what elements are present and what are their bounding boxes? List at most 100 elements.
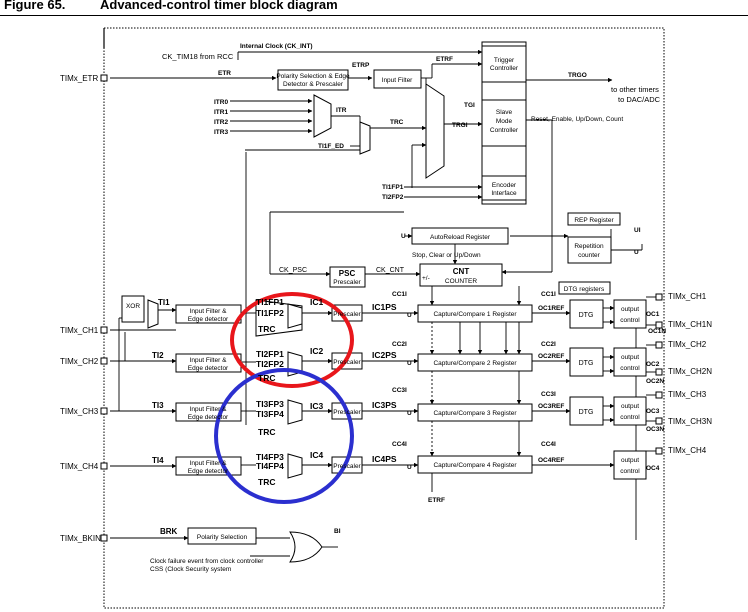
main-frame — [103, 27, 665, 609]
pins — [100, 74, 663, 542]
label-ti3fp4: TI3FP4 — [256, 409, 284, 419]
text-cc2-reg: Capture/Compare 2 Register — [433, 360, 517, 367]
label-itr: ITR — [336, 107, 347, 114]
autoreload-block — [411, 227, 509, 245]
text-rep-register: REP Register — [574, 217, 614, 224]
text-polarity-edge-2: Detector & Prescaler — [283, 81, 344, 88]
pin-ch1n-out — [655, 321, 663, 329]
label-etr: ETR — [218, 70, 231, 77]
label-timx-bkin: TIMx_BKIN — [60, 534, 101, 543]
label-ic2: IC2 — [310, 346, 324, 356]
label-cc2i-in: CC2I — [392, 341, 407, 348]
output-control-1-block — [613, 299, 647, 329]
label-timx-ch1: TIMx_CH1 — [60, 326, 99, 335]
blue-highlight-circle — [214, 368, 354, 504]
label-out-ch3: TIMx_CH3 — [668, 390, 707, 399]
label-oc2ref: OC2REF — [538, 353, 564, 360]
label-ti4: TI4 — [152, 456, 164, 465]
ch3-mux — [287, 399, 303, 425]
label-ti3fp3: TI3FP3 — [256, 399, 284, 409]
xor-input-mux — [147, 299, 159, 329]
text-oc3-control: control — [620, 414, 640, 421]
ch1-mux — [287, 303, 303, 329]
label-cc3i-in: CC3I — [392, 387, 407, 394]
text-dtg-1: DTG — [579, 312, 594, 319]
label-trc-3: TRC — [258, 427, 275, 437]
dtg-2-block — [569, 347, 604, 377]
pin-ch3-out — [655, 391, 663, 399]
label-u-2: U — [407, 360, 412, 367]
label-reset-etc: Reset, Enable, Up/Down, Count — [531, 116, 623, 123]
input-filter-block — [373, 69, 422, 89]
muxes — [121, 83, 445, 563]
label-clock-failure-1: Clock failure event from clock controlle… — [150, 558, 264, 565]
pin-ch1-in — [100, 326, 108, 334]
text-repetition-1: Repetition — [574, 243, 604, 250]
label-ti4fp3: TI4FP3 — [256, 452, 284, 462]
figure-title: Advanced-control timer block diagram — [100, 0, 338, 12]
label-ti2: TI2 — [152, 351, 164, 360]
label-trc-top: TRC — [390, 119, 404, 126]
polarity-selection-block — [187, 527, 257, 545]
label-timx-ch3: TIMx_CH3 — [60, 407, 99, 416]
label-itr3: ITR3 — [214, 129, 228, 136]
pin-ch4-out — [655, 447, 663, 455]
label-out-ch2n: TIMx_CH2N — [668, 367, 712, 376]
rep-register-block — [567, 212, 621, 226]
label-ti2fp2: TI2FP2 — [256, 359, 284, 369]
or-gate — [289, 531, 323, 563]
text-cnt: CNT — [453, 267, 470, 276]
text-if1-2: Edge detector — [188, 316, 229, 323]
dtg-3-block — [569, 396, 604, 426]
label-trc-2: TRC — [258, 373, 275, 383]
text-slave-3: Controller — [490, 127, 519, 134]
text-repetition-2: counter — [578, 252, 601, 259]
text-if2-2: Edge detector — [188, 365, 229, 372]
text-dtg-3: DTG — [579, 409, 594, 416]
pin-bkin — [100, 534, 108, 542]
label-oc2: OC2 — [646, 361, 660, 368]
ch4-mux — [287, 453, 303, 479]
label-bi: BI — [334, 528, 341, 535]
text-slave-2: Mode — [496, 118, 513, 125]
label-trgo: TRGO — [568, 72, 587, 79]
label-ic4ps: IC4PS — [372, 454, 397, 464]
text-oc1-output: output — [621, 306, 639, 313]
text-dtg-registers: DTG registers — [564, 286, 605, 293]
label-cc1i-in: CC1I — [392, 291, 407, 298]
label-cc3i-out: CC3I — [541, 391, 556, 398]
text-if3-1: Input Filter & — [190, 406, 228, 413]
output-control-2-block — [613, 347, 647, 377]
figure-title-bar: Figure 65. Advanced-control timer block … — [0, 0, 748, 16]
repetition-counter-block — [567, 236, 612, 264]
pin-ch2n-out — [655, 368, 663, 376]
text-cnt-sub: COUNTER — [445, 278, 477, 285]
psc-block — [329, 266, 366, 288]
text-if2-1: Input Filter & — [190, 357, 228, 364]
label-ck-psc: CK_PSC — [279, 267, 307, 274]
figure-number: Figure 65. — [4, 0, 66, 12]
label-ui: UI — [634, 227, 641, 234]
label-ti1: TI1 — [158, 298, 170, 307]
label-oc1n: OC1N — [648, 328, 666, 335]
pin-ch2-out — [655, 341, 663, 349]
label-ic3ps: IC3PS — [372, 400, 397, 410]
label-u-autoreload: U — [401, 233, 406, 240]
label-ck-int: Internal Clock (CK_INT) — [240, 43, 313, 50]
label-timx-ch2: TIMx_CH2 — [60, 357, 99, 366]
label-out-ch4: TIMx_CH4 — [668, 446, 707, 455]
pin-ch3n-out — [655, 417, 663, 425]
label-itr2: ITR2 — [214, 119, 228, 126]
label-ic4: IC4 — [310, 450, 324, 460]
text-cc3-reg: Capture/Compare 3 Register — [433, 410, 517, 417]
input-filter-3-block — [175, 402, 242, 422]
title-rule — [0, 15, 748, 16]
label-u-repetition: U — [634, 249, 639, 256]
label-cc4i-in: CC4I — [392, 441, 407, 448]
label-oc3ref: OC3REF — [538, 403, 564, 410]
label-ic1: IC1 — [310, 297, 324, 307]
text-encoder-1: Encoder — [492, 182, 517, 189]
xor-gate — [121, 295, 145, 323]
itr-mux — [313, 94, 332, 138]
text-xor: XOR — [126, 303, 140, 310]
